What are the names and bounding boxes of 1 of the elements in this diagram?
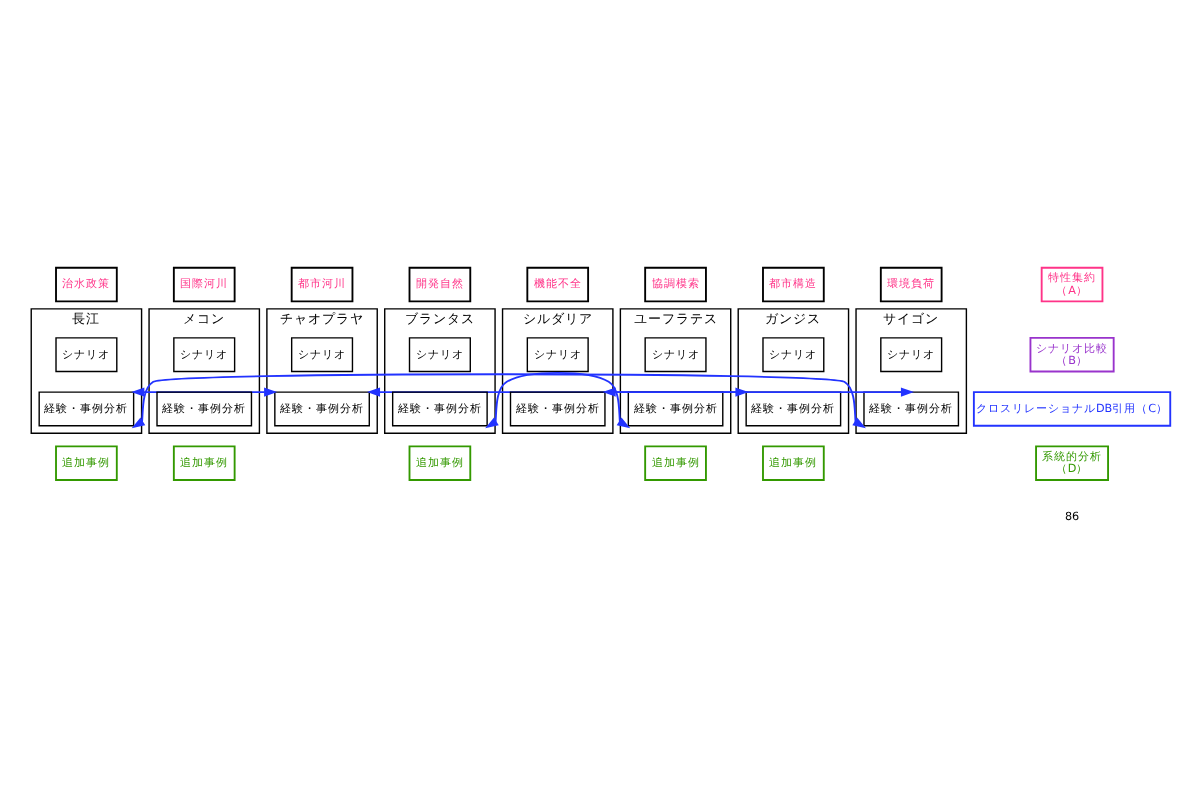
arrow xyxy=(485,371,631,429)
